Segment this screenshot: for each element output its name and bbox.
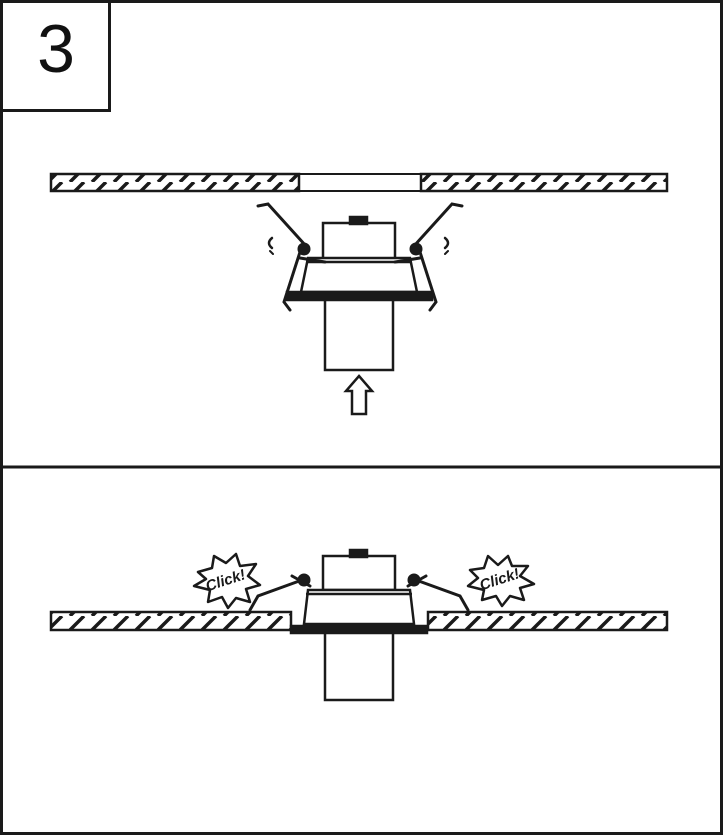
spring-clips-top	[256, 202, 464, 312]
push-up-arrow	[343, 374, 375, 416]
ceiling-board-bottom	[49, 610, 669, 632]
click-burst-left: Click!	[192, 552, 262, 610]
step-number-box: 3	[1, 1, 111, 112]
click-burst-right: Click!	[466, 554, 536, 608]
top-panel	[49, 172, 669, 416]
spring-clips-installed	[248, 573, 470, 612]
downlight-fixture-installed	[289, 548, 429, 702]
bottom-panel: Click! Click!	[49, 548, 669, 702]
step-number: 3	[37, 11, 75, 87]
downlight-fixture-top	[285, 215, 434, 372]
ceiling-board-top	[49, 172, 669, 193]
